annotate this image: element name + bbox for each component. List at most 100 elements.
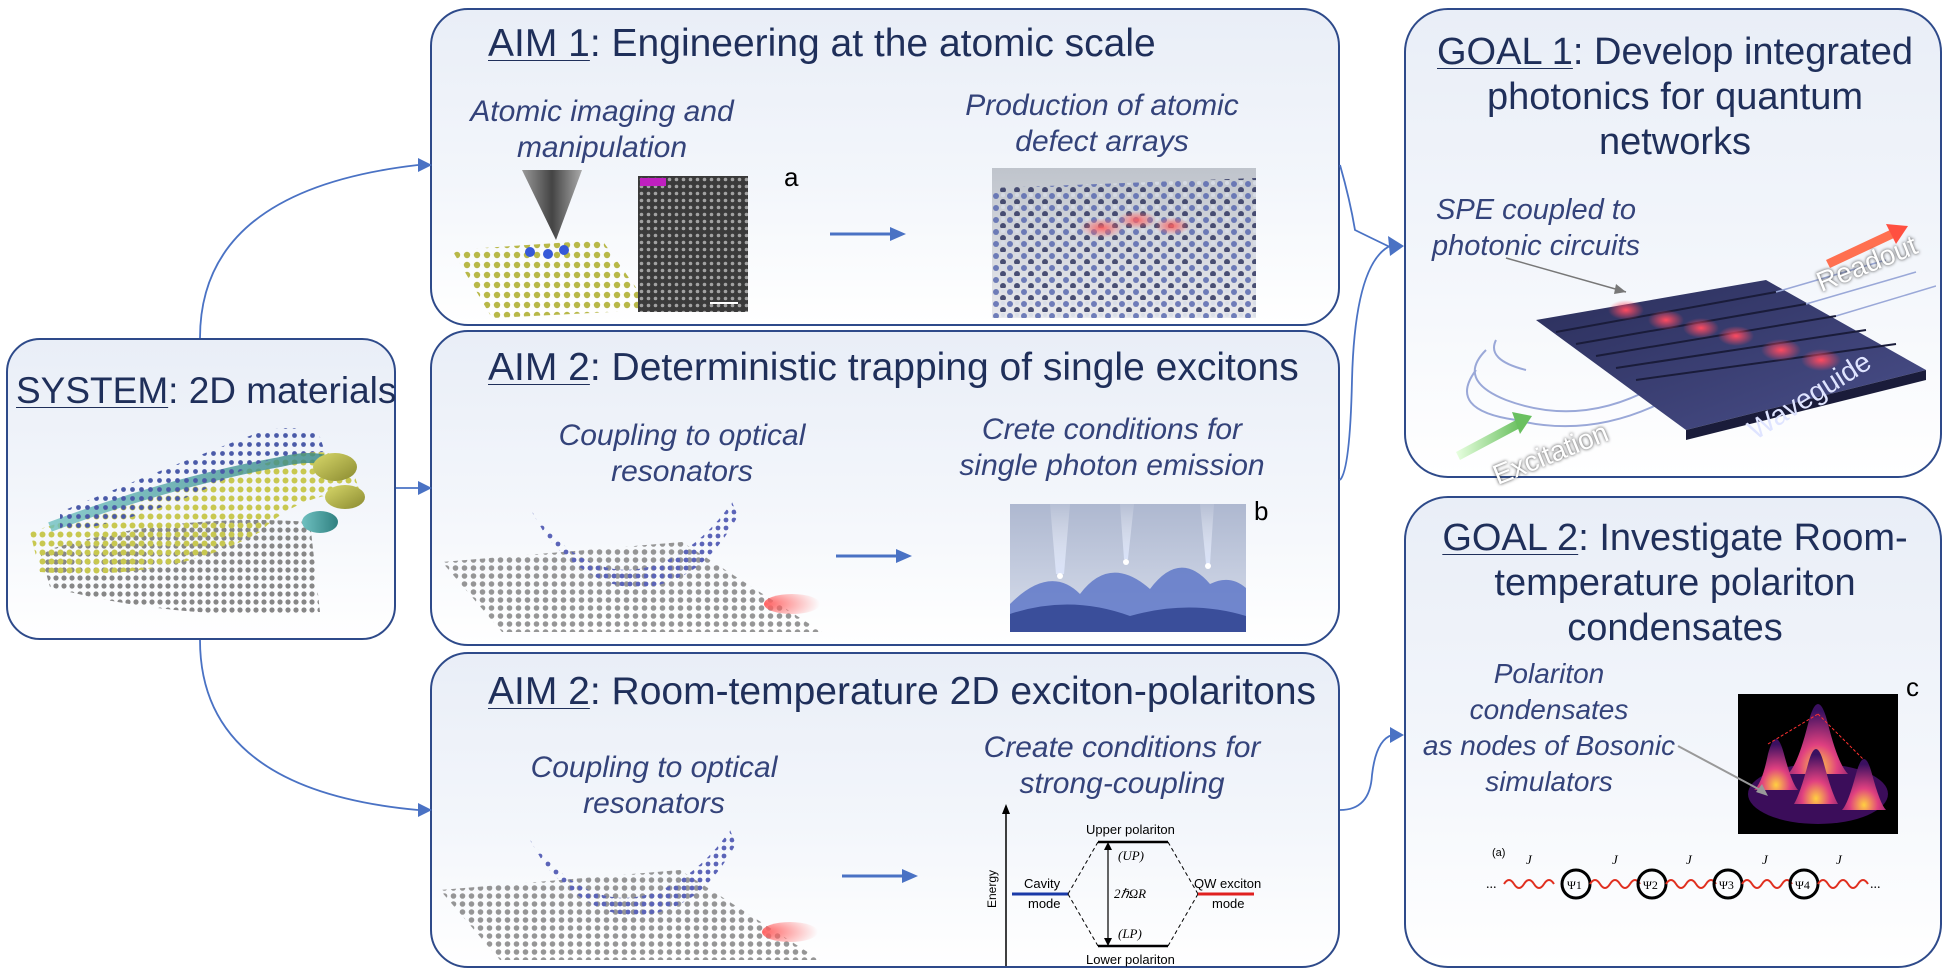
connector-aim3-to-goal2 — [1339, 734, 1393, 811]
up-label: (UP) — [1118, 848, 1144, 863]
system-title-rest: : 2D materials — [168, 370, 397, 411]
goal1-title-line3: networks — [1598, 121, 1752, 163]
aim1-caption-left-line1: Atomic imaging and — [470, 95, 734, 128]
aim1-arrow — [830, 227, 906, 241]
goal2-title: GOAL 2: Investigate Room- temperature po… — [1416, 516, 1934, 651]
aim2-trapping-emitter-image — [1010, 504, 1246, 632]
aim2-polariton-title-rest: : Room-temperature 2D exciton-polaritons — [589, 670, 1317, 713]
chain-psi3: Ψ3 — [1719, 878, 1734, 892]
cavity-label-2: mode — [1028, 896, 1061, 911]
goal1-caption-line1: SPE coupled to — [1436, 194, 1636, 226]
aim2-trapping-title-prefix: AIM 2 — [488, 346, 590, 389]
aim2-polariton-resonator-image — [440, 830, 820, 960]
chain-j3: J — [1686, 852, 1693, 867]
aim2-polariton-caption-left-line2: resonators — [583, 787, 725, 820]
goal2-title-line2: temperature polariton — [1494, 562, 1856, 604]
aim1-title-rest: : Engineering at the atomic scale — [589, 22, 1156, 65]
aim1-caption-right-line1: Production of atomic — [965, 89, 1239, 122]
goal2-title-rest1: : Investigate Room- — [1578, 517, 1908, 559]
aim2-trapping-label-b: b — [1254, 496, 1269, 526]
chain-psi1: Ψ1 — [1567, 878, 1582, 892]
goal2-caption-line2: as nodes of Bosonic — [1422, 730, 1676, 761]
chain-dots-right: ... — [1870, 877, 1881, 892]
goal2-panel: GOAL 2: Investigate Room- temperature po… — [1404, 496, 1942, 968]
connector-system-to-aim1 — [199, 164, 419, 339]
aim2-polariton-caption-left-line1: Coupling to optical — [530, 751, 778, 784]
aim2-polariton-panel: AIM 2: Room-temperature 2D exciton-polar… — [430, 652, 1340, 968]
connector-aim1-to-goal1 — [1339, 164, 1393, 249]
aim2-trapping-panel: AIM 2: Deterministic trapping of single … — [430, 330, 1340, 646]
chain-j1: J — [1526, 852, 1533, 867]
goal2-caption-line3: simulators — [1485, 766, 1613, 797]
goal2-condensate-image — [1738, 694, 1898, 834]
goal1-caption: SPE coupled to photonic circuits — [1426, 192, 1646, 264]
connector-system-to-aim3 — [199, 639, 419, 811]
aim1-defect-array-image — [992, 168, 1256, 318]
system-title-prefix: SYSTEM — [16, 370, 169, 411]
lower-polariton-label: Lower polariton — [1086, 952, 1175, 967]
system-title: SYSTEM: 2D materials — [16, 370, 396, 412]
goal1-caption-line2: photonic circuits — [1432, 230, 1640, 262]
aim2-polariton-title: AIM 2: Room-temperature 2D exciton-polar… — [488, 670, 1316, 714]
qw-label-2: mode — [1212, 896, 1245, 911]
aim1-title-prefix: AIM 1 — [488, 22, 590, 65]
cavity-label-1: Cavity — [1024, 876, 1061, 891]
aim2-trapping-caption-right: Crete conditions for single photon emiss… — [952, 412, 1272, 484]
goal1-title-line1: GOAL 1: Develop integrated — [1416, 30, 1934, 75]
system-2d-material-image — [30, 428, 365, 615]
aim2-trapping-caption-right-line1: Crete conditions for — [981, 413, 1243, 446]
aim2-polariton-caption-right-line2: strong-coupling — [1019, 767, 1225, 800]
goal2-bosonic-chain: (a) ... Ψ1 Ψ2 Ψ3 Ψ4 ... J J J J J — [1486, 847, 1881, 900]
aim2-polariton-caption-right-line1: Create conditions for — [983, 731, 1261, 764]
goal1-waveguide-image — [1456, 224, 1936, 460]
aim2-trapping-caption-right-line2: single photon emission — [959, 449, 1265, 482]
aim1-panel: AIM 1: Engineering at the atomic scale A… — [430, 8, 1340, 326]
aim2-trapping-caption-left: Coupling to optical resonators — [532, 418, 832, 490]
goal2-caption: Polariton condensates as nodes of Bosoni… — [1414, 656, 1684, 800]
aim1-stem-image — [638, 176, 748, 312]
goal2-pointer-line — [1677, 745, 1768, 796]
goal1-title-line2: photonics for quantum — [1486, 76, 1863, 118]
aim1-caption-left-line2: manipulation — [516, 131, 688, 164]
aim2-trapping-caption-left-line1: Coupling to optical — [558, 419, 806, 452]
chain-dots-left: ... — [1486, 877, 1497, 892]
goal2-caption-line1: Polariton condensates — [1469, 658, 1629, 725]
chain-j5: J — [1836, 852, 1843, 867]
chain-tag: (a) — [1492, 847, 1505, 859]
chain-psi2: Ψ2 — [1643, 878, 1658, 892]
aim2-polariton-caption-left: Coupling to optical resonators — [504, 750, 804, 822]
aim2-trapping-arrow — [836, 549, 912, 563]
goal1-title-rest1: : Develop integrated — [1572, 31, 1913, 73]
aim1-title: AIM 1: Engineering at the atomic scale — [488, 22, 1156, 66]
goal2-title-prefix: GOAL 2 — [1442, 517, 1579, 559]
aim1-caption-right: Production of atomic defect arrays — [952, 88, 1252, 160]
aim2-polariton-title-prefix: AIM 2 — [488, 670, 590, 713]
aim2-trapping-caption-left-line2: resonators — [611, 455, 753, 488]
aim1-label-a: a — [784, 162, 799, 192]
aim2-trapping-title-rest: : Deterministic trapping of single excit… — [589, 346, 1299, 389]
qw-label-1: QW exciton — [1194, 876, 1261, 891]
energy-axis-label: Energy — [985, 870, 999, 908]
upper-polariton-label: Upper polariton — [1086, 822, 1175, 837]
chain-psi4: Ψ4 — [1795, 878, 1810, 892]
rabi-label: 2ℏΩR — [1114, 886, 1146, 901]
aim1-caption-right-line2: defect arrays — [1015, 125, 1189, 158]
aim2-polariton-caption-right: Create conditions for strong-coupling — [972, 730, 1272, 802]
aim1-stm-tip-image — [452, 170, 652, 318]
goal1-title: GOAL 1: Develop integrated photonics for… — [1416, 30, 1934, 165]
goal2-label-c: c — [1906, 672, 1919, 702]
polariton-energy-diagram: Energy Upper polariton (UP) 2ℏΩR (LP) Lo… — [985, 804, 1261, 967]
aim2-trapping-resonator-image — [442, 502, 822, 632]
goal1-title-prefix: GOAL 1 — [1437, 31, 1573, 73]
aim1-caption-left: Atomic imaging and manipulation — [462, 94, 742, 166]
chain-j4: J — [1762, 852, 1769, 867]
lp-label: (LP) — [1118, 926, 1142, 941]
goal2-title-line1: GOAL 2: Investigate Room- — [1416, 516, 1934, 561]
system-panel: SYSTEM: 2D materials — [6, 338, 396, 640]
connector-aim2-to-goal1 — [1339, 244, 1393, 481]
aim2-trapping-title: AIM 2: Deterministic trapping of single … — [488, 346, 1299, 390]
goal1-panel: GOAL 1: Develop integrated photonics for… — [1404, 8, 1942, 491]
aim2-polariton-arrow — [842, 869, 918, 883]
chain-j2: J — [1612, 852, 1619, 867]
